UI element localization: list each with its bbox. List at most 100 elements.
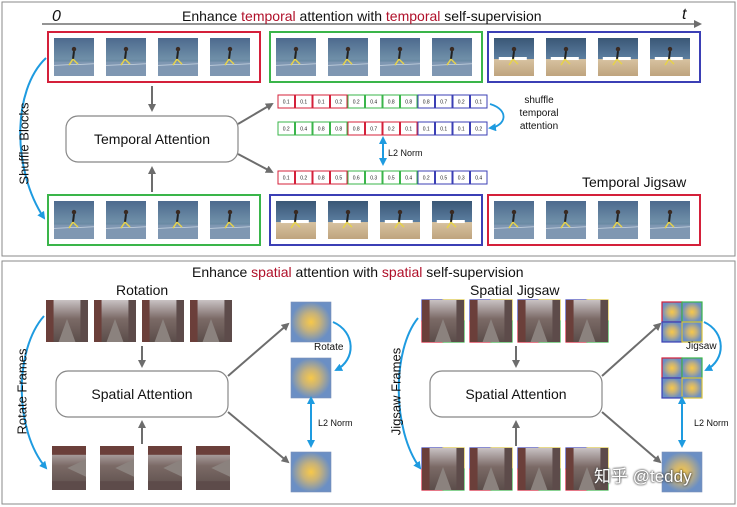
runner-leg (664, 221, 670, 229)
frame-thumbnail (53, 38, 95, 76)
runner-leg (124, 58, 131, 65)
value-cell (470, 94, 488, 109)
runner-head (449, 209, 455, 215)
street-frame (142, 300, 184, 342)
jigsaw-attention-map (661, 357, 703, 399)
value-text: 0.2 (458, 99, 465, 105)
runner-leg (346, 58, 353, 65)
runner-body (450, 50, 453, 60)
value-text: 0.2 (300, 175, 307, 181)
frame-thumbnail (546, 38, 586, 76)
value-cell (452, 94, 470, 109)
runner-leg (512, 221, 519, 228)
road (115, 459, 134, 477)
track-ground (210, 61, 250, 76)
runner-body (398, 50, 401, 60)
building-right (600, 448, 608, 490)
runner-body (176, 50, 179, 60)
jigsaw-map-tile (681, 301, 703, 323)
runner-leg (398, 58, 405, 65)
spatial-attention-left-box (55, 370, 229, 418)
top-panel-border (1, 1, 736, 257)
runner-leg (508, 221, 514, 229)
value-text: 0.3 (458, 175, 465, 181)
attention-map (290, 451, 332, 493)
runner-leg (124, 221, 131, 228)
value-text: 0.1 (440, 126, 447, 132)
frame-thumbnail (431, 38, 473, 76)
clip-block-1 (47, 31, 261, 83)
runner-body (228, 50, 231, 60)
runner-leg (342, 221, 348, 229)
runner-head (667, 46, 673, 52)
building-left (422, 300, 430, 342)
road (578, 466, 596, 490)
frame-thumbnail (597, 201, 639, 239)
building-left (190, 300, 198, 342)
runner-body (564, 213, 567, 223)
value-text: 0.8 (353, 126, 360, 132)
frame-thumbnail (209, 201, 251, 239)
value-text: 0.7 (440, 99, 447, 105)
runner-body (294, 213, 297, 223)
value-cell (435, 94, 453, 109)
bottom-right-l2-norm-label: L2 Norm (694, 418, 729, 428)
runner-leg (172, 58, 178, 66)
rotate-frames-label: Rotate Frames (14, 348, 30, 435)
track-line (545, 226, 587, 229)
road (434, 466, 452, 490)
building-right (176, 300, 184, 342)
road (578, 318, 596, 342)
runner-leg (564, 221, 571, 228)
building-right (456, 448, 464, 490)
frame-thumbnail (598, 38, 638, 76)
jigsaw-map-tile (661, 357, 683, 379)
bottom-panel-border (1, 260, 736, 505)
road (58, 318, 76, 342)
value-text: 0.2 (423, 175, 430, 181)
value-text: 0.2 (353, 99, 360, 105)
track-ground (210, 224, 250, 239)
bottom-title: Enhance spatial attention with spatial s… (192, 264, 524, 280)
frame-thumbnail (328, 201, 368, 239)
runner-body (72, 50, 75, 60)
road (482, 318, 500, 342)
runner-head (511, 46, 517, 52)
value-text: 0.4 (300, 126, 307, 132)
rotated-street-frame (148, 446, 182, 490)
track-ground (432, 61, 472, 76)
building-left (566, 448, 574, 490)
value-cell (295, 121, 313, 136)
track-line (53, 63, 95, 66)
runner-leg (228, 221, 235, 228)
building-right (552, 448, 560, 490)
runner-leg (172, 221, 178, 229)
runner-head (345, 209, 351, 215)
jigsaw-map-tile (661, 377, 683, 399)
frame-thumbnail (432, 201, 472, 239)
value-cell (417, 121, 435, 136)
value-cell (312, 94, 330, 109)
value-cell (470, 121, 488, 136)
jigsaw-map-tile (661, 321, 683, 343)
track-ground (650, 224, 690, 239)
track-ground (276, 61, 316, 76)
jigsaw-frames-arrow (397, 317, 422, 470)
value-text: 0.8 (318, 126, 325, 132)
value-cell (347, 170, 365, 185)
value-cell (330, 94, 348, 109)
frame-thumbnail (545, 201, 587, 239)
runner-leg (616, 58, 623, 65)
value-cell (277, 121, 295, 136)
runner-body (294, 50, 297, 60)
building-left (52, 446, 86, 455)
street-frame (566, 448, 608, 490)
building-left (142, 300, 150, 342)
runner-head (345, 46, 351, 52)
road (530, 318, 548, 342)
street-frame (190, 300, 232, 342)
track-line (275, 63, 317, 66)
frame-thumbnail (157, 201, 199, 239)
track-line (431, 63, 473, 66)
